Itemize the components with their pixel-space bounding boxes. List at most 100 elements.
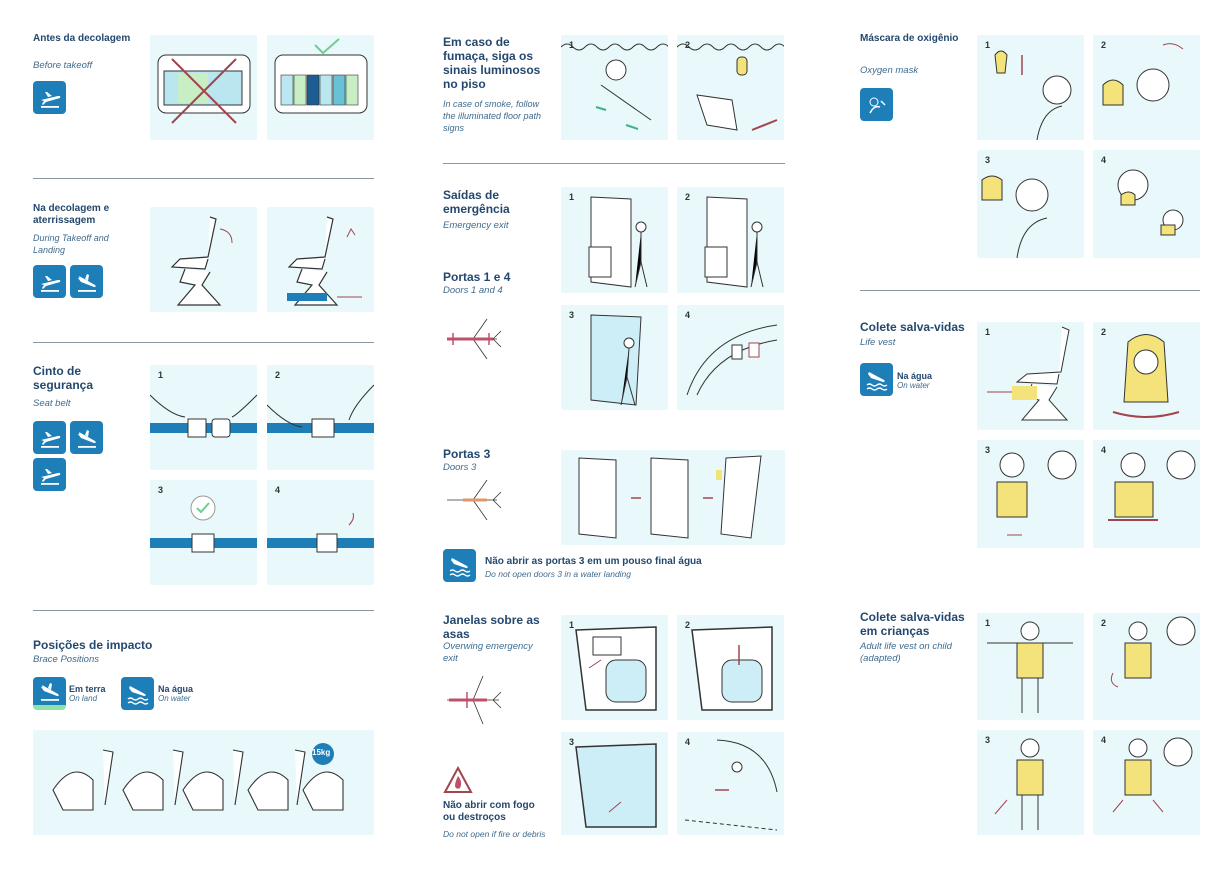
step-number: 2 — [685, 192, 691, 202]
weight-badge: 15kg — [312, 748, 331, 757]
oxygen-step-1: 1 — [977, 35, 1084, 140]
step-number: 2 — [1101, 40, 1107, 50]
step-number: 1 — [569, 620, 575, 630]
step-number: 4 — [685, 737, 691, 747]
oxygen-subtitle: Oxygen mask — [860, 65, 919, 76]
exit-step-3: 3 — [561, 305, 668, 410]
seat-belt-step-1: 1 — [150, 365, 257, 470]
divider — [443, 163, 785, 164]
step-number: 3 — [985, 445, 991, 455]
overwing-step-2: 2 — [677, 615, 784, 720]
child-vest-step-2: 2 — [1093, 613, 1200, 720]
exit-step-4: 4 — [677, 305, 784, 410]
brace-title: Posições de impacto — [33, 638, 153, 652]
overwing-step-1: 1 — [561, 615, 668, 720]
step-number: 3 — [985, 735, 991, 745]
exits-title: Saídas de emergência — [443, 188, 510, 216]
step-number: 1 — [158, 370, 164, 380]
oxygen-mask-icon — [860, 88, 893, 121]
step-number: 1 — [985, 618, 991, 628]
exits-subtitle: Emergency exit — [443, 220, 509, 231]
doors14-subtitle: Doors 1 and 4 — [443, 285, 503, 296]
water-warning-subtitle: Do not open doors 3 in a water landing — [485, 569, 632, 579]
takeoff-icon — [33, 421, 66, 454]
step-number: 1 — [569, 40, 575, 50]
fire-warning-text: Não abrir com fogo ou destroços — [443, 800, 535, 823]
step-number: 3 — [158, 485, 164, 495]
exit-step-2: 2 — [677, 187, 784, 293]
on-land-sublabel: On land — [69, 694, 98, 703]
aircraft-doors-3-diagram — [447, 479, 502, 521]
seat-tray-stowed-illustration — [267, 207, 374, 312]
overwing-subtitle: Overwing emergency exit — [443, 641, 533, 664]
life-vest-step-4: 4 — [1093, 440, 1200, 548]
fire-warning-icon — [443, 766, 473, 793]
doors14-title: Portas 1 e 4 — [443, 270, 511, 284]
step-number: 4 — [1101, 445, 1107, 455]
step-number: 3 — [569, 310, 575, 320]
doors3-sequence-illustration — [561, 450, 785, 545]
takeoff-landing-title: Na decolagem e aterrissagem — [33, 203, 110, 226]
on-water-icon — [121, 677, 154, 710]
step-number: 1 — [985, 40, 991, 50]
overwing-step-4: 4 — [677, 732, 784, 835]
overwing-step-3: 3 — [561, 732, 668, 835]
doors3-subtitle: Doors 3 — [443, 462, 477, 473]
oxygen-step-3: 3 — [977, 150, 1084, 258]
step-number: 4 — [275, 485, 281, 495]
child-vest-step-1: 1 — [977, 613, 1084, 720]
oxygen-title: Máscara de oxigênio — [860, 33, 959, 44]
before-takeoff-title: Antes da decolagem — [33, 33, 131, 44]
on-water-sublabel: On water — [158, 694, 191, 703]
on-water-icon — [860, 363, 893, 396]
life-vest-step-1: 1 — [977, 322, 1084, 430]
life-vest-step-3: 3 — [977, 440, 1084, 548]
divider — [860, 290, 1200, 291]
water-landing-icon — [443, 549, 476, 582]
on-land-icon — [33, 677, 66, 710]
seat-belt-step-2: 2 — [267, 365, 374, 470]
step-number: 1 — [569, 192, 575, 202]
doors3-title: Portas 3 — [443, 447, 491, 461]
divider — [33, 342, 374, 343]
bin-correct-illustration — [267, 35, 374, 140]
on-water-sublabel: On water — [897, 381, 930, 390]
exit-step-1: 1 — [561, 187, 668, 293]
landing-icon — [70, 421, 103, 454]
aircraft-overwing-diagram — [447, 675, 502, 725]
life-vest-step-2: 2 — [1093, 322, 1200, 430]
step-number: 2 — [685, 40, 691, 50]
divider — [33, 610, 374, 611]
seat-belt-step-4: 4 — [267, 480, 374, 585]
oxygen-step-2: 2 — [1093, 35, 1200, 140]
takeoff-icon — [33, 81, 66, 114]
turbulence-icon — [33, 458, 66, 491]
bin-wrong-illustration — [150, 35, 257, 140]
smoke-subtitle: In case of smoke, follow the illuminated… — [443, 99, 542, 133]
step-number: 2 — [685, 620, 691, 630]
fire-warning-subtitle: Do not open if fire or debris — [443, 829, 546, 839]
brace-positions-illustration: 15kg — [33, 730, 374, 835]
step-number: 3 — [569, 737, 575, 747]
seat-upright-illustration — [150, 207, 257, 312]
takeoff-icon — [33, 265, 66, 298]
step-number: 2 — [1101, 327, 1107, 337]
child-vest-step-4: 4 — [1093, 730, 1200, 835]
step-number: 4 — [1101, 735, 1107, 745]
water-warning-text: Não abrir as portas 3 em um pouso final … — [485, 556, 702, 567]
smoke-step-1: 1 — [561, 35, 668, 140]
child-vest-title: Colete salva-vidas em crianças — [860, 610, 965, 638]
on-water-label: Na água — [158, 684, 194, 694]
overwing-title: Janelas sobre as asas — [443, 613, 540, 641]
seat-belt-subtitle: Seat belt — [33, 398, 71, 409]
smoke-title: Em caso de fumaça, siga os sinais lumino… — [443, 35, 541, 91]
landing-icon — [70, 265, 103, 298]
before-takeoff-subtitle: Before takeoff — [33, 60, 93, 71]
takeoff-landing-subtitle: During Takeoff and Landing — [33, 233, 109, 255]
step-number: 2 — [275, 370, 281, 380]
seat-belt-title: Cinto de segurança — [33, 364, 94, 392]
brace-subtitle: Brace Positions — [33, 654, 100, 665]
life-vest-title: Colete salva-vidas — [860, 320, 965, 334]
child-vest-step-3: 3 — [977, 730, 1084, 835]
seat-belt-step-3: 3 — [150, 480, 257, 585]
